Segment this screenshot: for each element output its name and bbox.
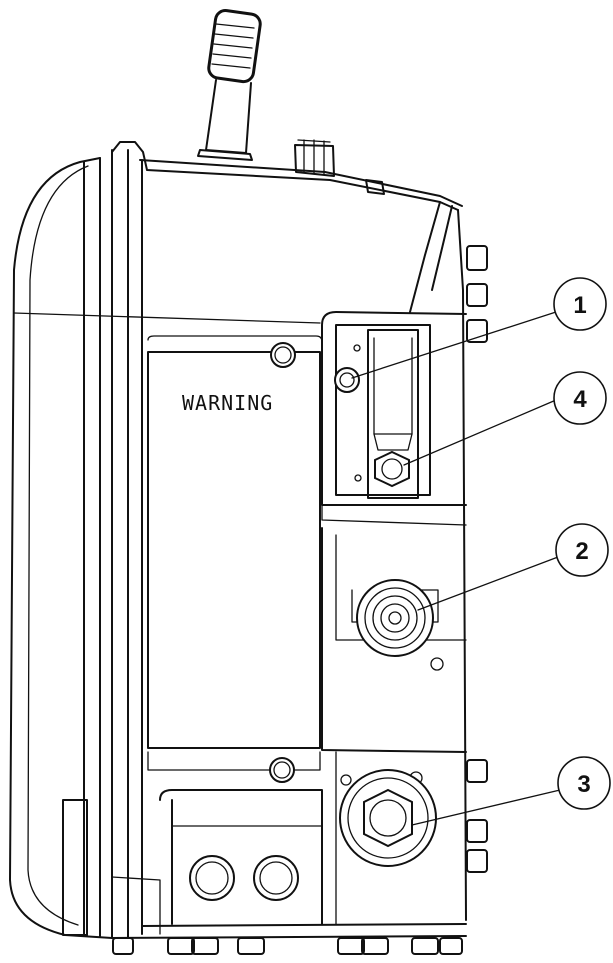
callout-1: 1 (553, 277, 607, 331)
antenna (197, 9, 262, 161)
callout-2-number: 2 (575, 538, 588, 565)
callout-1-number: 1 (573, 292, 586, 319)
middle-port-panel (321, 527, 467, 753)
warning-text: WARNING (182, 391, 273, 415)
upper-port-panel (321, 311, 467, 526)
warning-label: WARNING (147, 335, 323, 783)
top-connector (294, 139, 385, 195)
callout-leaders (351, 311, 561, 826)
callout-2: 2 (555, 523, 609, 577)
housing (9, 141, 467, 939)
callout-3-number: 3 (577, 771, 590, 798)
callout-3: 3 (557, 756, 611, 810)
right-latches (466, 245, 488, 873)
callout-4: 4 (553, 371, 607, 425)
callout-4-number: 4 (573, 386, 587, 413)
bottom-feet (112, 937, 463, 955)
lower-port-panel (159, 751, 437, 925)
